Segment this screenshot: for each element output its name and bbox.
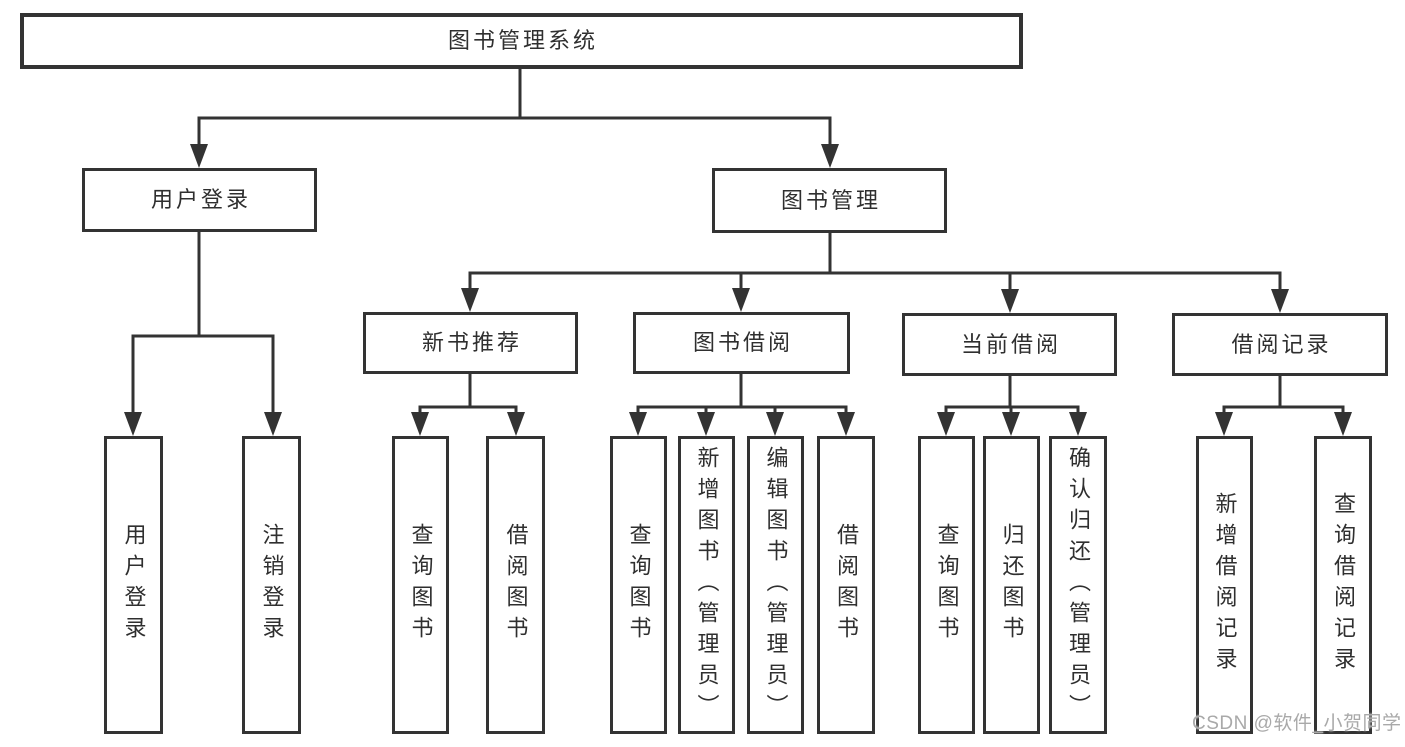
- leaf-borrow-borrow-book: 借阅图书: [817, 436, 875, 734]
- leaf-record-add-record-label: 新增借阅记录: [1212, 492, 1238, 678]
- arrowheads: [124, 144, 1352, 436]
- leaf-borrow-add-book-admin-label: 新增图书（管理员）: [694, 445, 720, 725]
- node-book-borrow: 图书借阅: [633, 312, 850, 374]
- node-current-borrow: 当前借阅: [902, 313, 1117, 376]
- watermark: CSDN @软件_小贺同学: [1192, 713, 1402, 734]
- leaf-current-return-book-label: 归还图书: [999, 523, 1025, 647]
- node-user-login: 用户登录: [82, 168, 317, 232]
- leaf-record-query-record: 查询借阅记录: [1314, 436, 1372, 734]
- node-book-manage-label: 图书管理: [780, 187, 881, 213]
- leaf-current-query-book: 查询图书: [918, 436, 975, 734]
- node-new-book-recommend: 新书推荐: [363, 312, 578, 374]
- leaf-record-query-record-label: 查询借阅记录: [1331, 492, 1356, 678]
- leaf-user-login-label: 用户登录: [121, 523, 147, 647]
- leaf-newbook-query-book: 查询图书: [392, 436, 449, 734]
- node-borrow-record: 借阅记录: [1172, 313, 1388, 376]
- node-borrow-record-label: 借阅记录: [1231, 331, 1332, 357]
- node-book-borrow-label: 图书借阅: [692, 330, 793, 355]
- leaf-current-query-book-label: 查询图书: [934, 523, 960, 647]
- node-user-login-label: 用户登录: [150, 187, 251, 212]
- leaf-borrow-edit-book-admin-label: 编辑图书（管理员）: [763, 445, 789, 725]
- leaf-newbook-borrow-book-label: 借阅图书: [503, 523, 529, 647]
- leaf-borrow-borrow-book-label: 借阅图书: [834, 523, 859, 647]
- node-root-label: 图书管理系统: [447, 28, 598, 53]
- connector-lines: [131, 66, 1345, 416]
- leaf-newbook-query-book-label: 查询图书: [408, 523, 434, 647]
- leaf-logout-label: 注销登录: [259, 523, 285, 647]
- node-book-manage: 图书管理: [712, 168, 947, 233]
- leaf-current-return-book: 归还图书: [983, 436, 1040, 734]
- leaf-borrow-query-book-label: 查询图书: [626, 523, 652, 647]
- leaf-borrow-edit-book-admin: 编辑图书（管理员）: [747, 436, 804, 734]
- node-current-borrow-label: 当前借阅: [960, 331, 1061, 357]
- leaf-borrow-add-book-admin: 新增图书（管理员）: [678, 436, 735, 734]
- leaf-logout: 注销登录: [242, 436, 301, 734]
- leaf-user-login: 用户登录: [104, 436, 163, 734]
- node-root: 图书管理系统: [20, 13, 1023, 69]
- node-new-book-recommend-label: 新书推荐: [421, 330, 522, 355]
- leaf-newbook-borrow-book: 借阅图书: [486, 436, 545, 734]
- leaf-current-confirm-return-admin-label: 确认归还（管理员）: [1066, 445, 1091, 725]
- leaf-record-add-record: 新增借阅记录: [1196, 436, 1253, 734]
- leaf-borrow-query-book: 查询图书: [610, 436, 667, 734]
- leaf-current-confirm-return-admin: 确认归还（管理员）: [1049, 436, 1107, 734]
